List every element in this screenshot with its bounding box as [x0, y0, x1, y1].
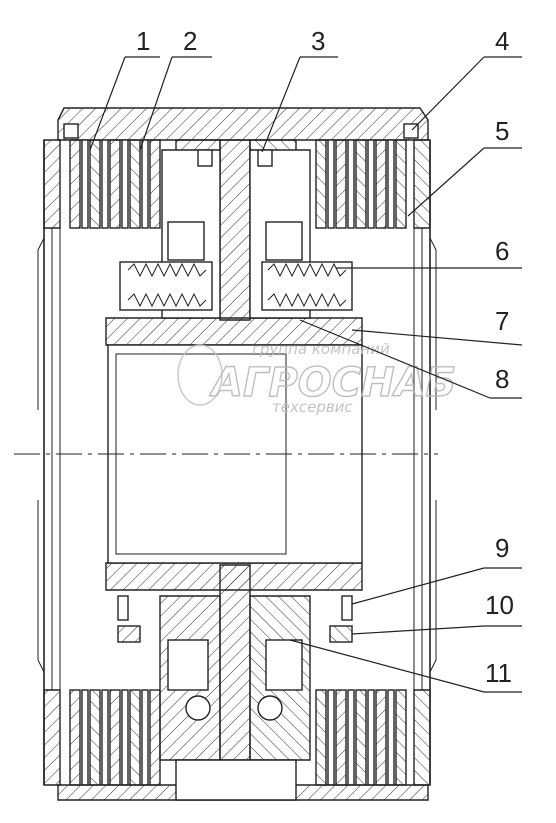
callout-9: 9 [495, 533, 509, 563]
right-outer-flange [413, 139, 431, 786]
callout-2: 2 [183, 26, 197, 56]
callout-7: 7 [495, 306, 509, 336]
callout-10: 10 [485, 590, 514, 620]
left-outer-flange [43, 139, 61, 786]
piston-bottom-left [159, 595, 221, 761]
callout-11: 11 [485, 658, 512, 688]
callout-numbers: 1 2 3 4 5 6 7 8 9 10 11 [136, 26, 514, 688]
disc-pack-bottom-right [315, 689, 407, 786]
return-springs-top [119, 261, 353, 311]
outer-housing-bottom [57, 759, 429, 801]
piston-bottom-right [249, 595, 311, 761]
disc-pack-top-left [69, 139, 161, 229]
leader-lines [89, 56, 523, 693]
callout-8: 8 [495, 364, 509, 394]
callout-6: 6 [495, 236, 509, 266]
watermark-line-3: техсервис [272, 398, 353, 416]
callout-1: 1 [136, 26, 150, 56]
disc-pack-top-right [315, 139, 407, 229]
callout-5: 5 [495, 116, 509, 146]
snap-rings-bottom [117, 595, 353, 643]
callout-4: 4 [495, 26, 509, 56]
outer-housing-top [57, 107, 429, 141]
watermark-line-1: группа компаний [252, 340, 390, 358]
disc-pack-bottom-left [69, 689, 161, 786]
callout-3: 3 [311, 26, 325, 56]
